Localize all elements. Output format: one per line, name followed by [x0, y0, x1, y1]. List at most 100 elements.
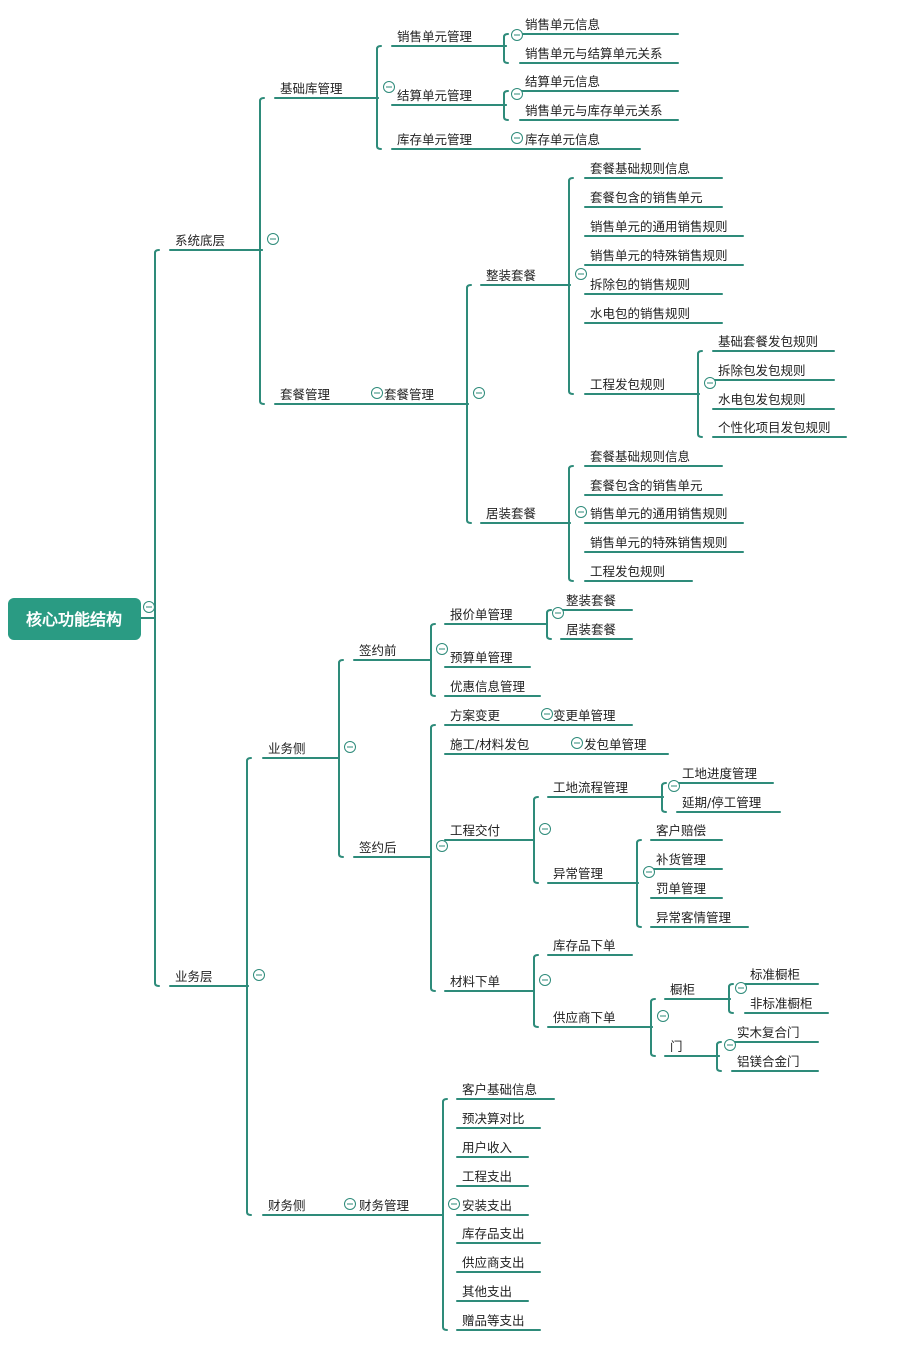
- node-label[interactable]: 销售单元的特殊销售规则: [590, 535, 728, 550]
- collapse-toggle[interactable]: [541, 708, 553, 720]
- node-label[interactable]: 业务层: [175, 969, 213, 984]
- collapse-toggle[interactable]: [575, 506, 587, 518]
- node-label[interactable]: 整装套餐: [566, 593, 617, 608]
- collapse-toggle[interactable]: [552, 607, 564, 619]
- node-label[interactable]: 销售单元的特殊销售规则: [590, 248, 728, 263]
- collapse-toggle[interactable]: [253, 969, 265, 981]
- node-label[interactable]: 套餐基础规则信息: [590, 449, 690, 464]
- collapse-toggle[interactable]: [704, 377, 716, 389]
- node-label[interactable]: 库存单元管理: [397, 132, 473, 147]
- node-label[interactable]: 预决算对比: [462, 1111, 525, 1126]
- node-label[interactable]: 销售单元的通用销售规则: [590, 219, 728, 234]
- collapse-toggle[interactable]: [511, 132, 523, 144]
- collapse-toggle[interactable]: [143, 601, 155, 613]
- node-label[interactable]: 基础套餐发包规则: [718, 334, 818, 349]
- collapse-toggle[interactable]: [657, 1010, 669, 1022]
- node-label[interactable]: 客户基础信息: [462, 1082, 537, 1097]
- node-label[interactable]: 标准橱柜: [750, 967, 800, 982]
- node-label[interactable]: 橱柜: [670, 982, 695, 997]
- node-label[interactable]: 库存单元信息: [525, 132, 600, 147]
- node-label[interactable]: 预算单管理: [450, 650, 513, 665]
- node-label[interactable]: 销售单元管理: [397, 29, 473, 44]
- collapse-toggle[interactable]: [436, 643, 448, 655]
- collapse-toggle[interactable]: [511, 88, 523, 100]
- node-label[interactable]: 方案变更: [450, 708, 501, 723]
- node-label[interactable]: 套餐包含的销售单元: [590, 190, 703, 205]
- node-label[interactable]: 销售单元与库存单元关系: [525, 103, 663, 118]
- node-label[interactable]: 门: [670, 1039, 683, 1054]
- collapse-toggle[interactable]: [344, 741, 356, 753]
- node-label[interactable]: 基础库管理: [280, 81, 343, 96]
- node-label[interactable]: 补货管理: [656, 852, 707, 867]
- node-label[interactable]: 供应商下单: [553, 1010, 616, 1025]
- node-label[interactable]: 销售单元的通用销售规则: [590, 506, 728, 521]
- collapse-toggle[interactable]: [724, 1039, 736, 1051]
- node-label[interactable]: 赠品等支出: [462, 1313, 525, 1328]
- node-label[interactable]: 工程支出: [462, 1169, 512, 1184]
- collapse-toggle[interactable]: [344, 1198, 356, 1210]
- collapse-toggle[interactable]: [383, 81, 395, 93]
- collapse-toggle[interactable]: [473, 387, 485, 399]
- node-label[interactable]: 工程发包规则: [590, 564, 665, 579]
- node-label[interactable]: 财务侧: [268, 1198, 306, 1213]
- collapse-toggle[interactable]: [539, 974, 551, 986]
- root-node[interactable]: 核心功能结构: [8, 598, 141, 640]
- node-label[interactable]: 供应商支出: [462, 1255, 525, 1270]
- node-label[interactable]: 工程交付: [450, 823, 500, 838]
- node-label[interactable]: 非标准橱柜: [750, 996, 813, 1011]
- node-label[interactable]: 套餐管理: [280, 387, 331, 402]
- node-label[interactable]: 居装套餐: [486, 506, 537, 521]
- node-label[interactable]: 水电包的销售规则: [590, 306, 690, 321]
- node-label[interactable]: 套餐基础规则信息: [590, 161, 690, 176]
- node-label[interactable]: 拆除包的销售规则: [590, 277, 690, 292]
- collapse-toggle[interactable]: [511, 29, 523, 41]
- node-label[interactable]: 变更单管理: [553, 708, 616, 723]
- collapse-toggle[interactable]: [643, 866, 655, 878]
- node-label[interactable]: 签约前: [359, 643, 397, 658]
- node-label[interactable]: 套餐包含的销售单元: [590, 478, 703, 493]
- node-label[interactable]: 结算单元管理: [397, 88, 473, 103]
- node-label[interactable]: 套餐管理: [384, 387, 435, 402]
- node-label[interactable]: 实木复合门: [737, 1025, 800, 1040]
- collapse-toggle[interactable]: [735, 982, 747, 994]
- collapse-toggle[interactable]: [371, 387, 383, 399]
- node-label[interactable]: 结算单元信息: [525, 74, 600, 89]
- collapse-toggle[interactable]: [571, 737, 583, 749]
- collapse-toggle[interactable]: [267, 233, 279, 245]
- node-label[interactable]: 客户赔偿: [656, 823, 706, 838]
- node-label[interactable]: 水电包发包规则: [718, 392, 806, 407]
- node-label[interactable]: 居装套餐: [566, 622, 617, 637]
- node-label[interactable]: 销售单元与结算单元关系: [525, 46, 663, 61]
- collapse-toggle[interactable]: [575, 268, 587, 280]
- node-label[interactable]: 签约后: [359, 840, 397, 855]
- node-label[interactable]: 整装套餐: [486, 268, 537, 283]
- node-label[interactable]: 报价单管理: [450, 607, 513, 622]
- node-label[interactable]: 财务管理: [359, 1198, 410, 1213]
- node-label[interactable]: 其他支出: [462, 1284, 512, 1299]
- node-label[interactable]: 延期/停工管理: [682, 795, 762, 810]
- collapse-toggle[interactable]: [436, 840, 448, 852]
- node-label[interactable]: 销售单元信息: [525, 17, 600, 32]
- collapse-toggle[interactable]: [448, 1198, 460, 1210]
- node-label[interactable]: 系统底层: [175, 233, 225, 248]
- node-label[interactable]: 业务侧: [268, 741, 306, 756]
- node-label[interactable]: 安装支出: [462, 1198, 512, 1213]
- node-label[interactable]: 库存品下单: [553, 938, 616, 953]
- node-label[interactable]: 优惠信息管理: [450, 679, 526, 694]
- node-label[interactable]: 异常客情管理: [656, 910, 732, 925]
- node-label[interactable]: 发包单管理: [584, 737, 647, 752]
- node-label[interactable]: 拆除包发包规则: [718, 363, 806, 378]
- collapse-toggle[interactable]: [539, 823, 551, 835]
- node-label[interactable]: 个性化项目发包规则: [718, 420, 831, 435]
- node-label[interactable]: 库存品支出: [462, 1226, 525, 1241]
- collapse-toggle[interactable]: [668, 780, 680, 792]
- node-label[interactable]: 材料下单: [450, 974, 500, 989]
- node-label[interactable]: 工程发包规则: [590, 377, 665, 392]
- node-label[interactable]: 异常管理: [553, 866, 604, 881]
- node-label[interactable]: 铝镁合金门: [737, 1054, 800, 1069]
- node-label[interactable]: 用户收入: [462, 1140, 513, 1155]
- node-label[interactable]: 工地流程管理: [553, 780, 629, 795]
- node-label[interactable]: 工地进度管理: [682, 766, 758, 781]
- node-label[interactable]: 罚单管理: [656, 881, 707, 896]
- node-label[interactable]: 施工/材料发包: [450, 737, 529, 752]
